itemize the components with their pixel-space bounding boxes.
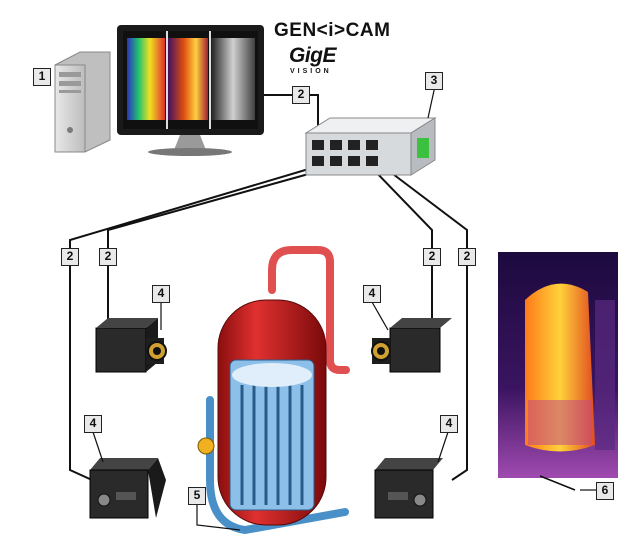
camera-bottom-left-icon	[89, 458, 166, 519]
camera-top-left-icon	[95, 318, 167, 373]
genicam-logo: GEN<i>CAM	[274, 20, 391, 41]
monitor-icon	[117, 25, 264, 156]
callout-cable-monitor: 2	[292, 86, 310, 104]
cable-right-outer	[384, 167, 468, 481]
callout-computer: 1	[33, 68, 51, 86]
callout-cable-right-inner: 2	[423, 248, 441, 266]
thermal-image	[498, 252, 618, 491]
computer-tower-icon	[54, 51, 111, 153]
callout-thermal-image: 6	[596, 482, 614, 500]
callout-camera-top-left: 4	[152, 285, 170, 303]
callout-reactor: 5	[188, 487, 206, 505]
callout-cable-right-outer: 2	[458, 248, 476, 266]
callout-camera-top-right: 4	[363, 285, 381, 303]
callout-switch: 3	[425, 72, 443, 90]
camera-top-right-icon	[371, 318, 452, 373]
camera-bottom-right-icon	[374, 458, 443, 519]
network-switch-icon	[304, 117, 437, 176]
gige-vision-subtitle: VISION	[290, 68, 332, 75]
cable-left-outer	[69, 167, 313, 481]
callout-leaders	[92, 85, 596, 531]
callout-cable-left-inner: 2	[99, 248, 117, 266]
gige-logo: GigE	[289, 44, 337, 67]
callout-cable-left-outer: 2	[61, 248, 79, 266]
callout-camera-bottom-left: 4	[84, 415, 102, 433]
callout-camera-bottom-right: 4	[440, 415, 458, 433]
reactor-vessel-icon	[197, 246, 350, 535]
